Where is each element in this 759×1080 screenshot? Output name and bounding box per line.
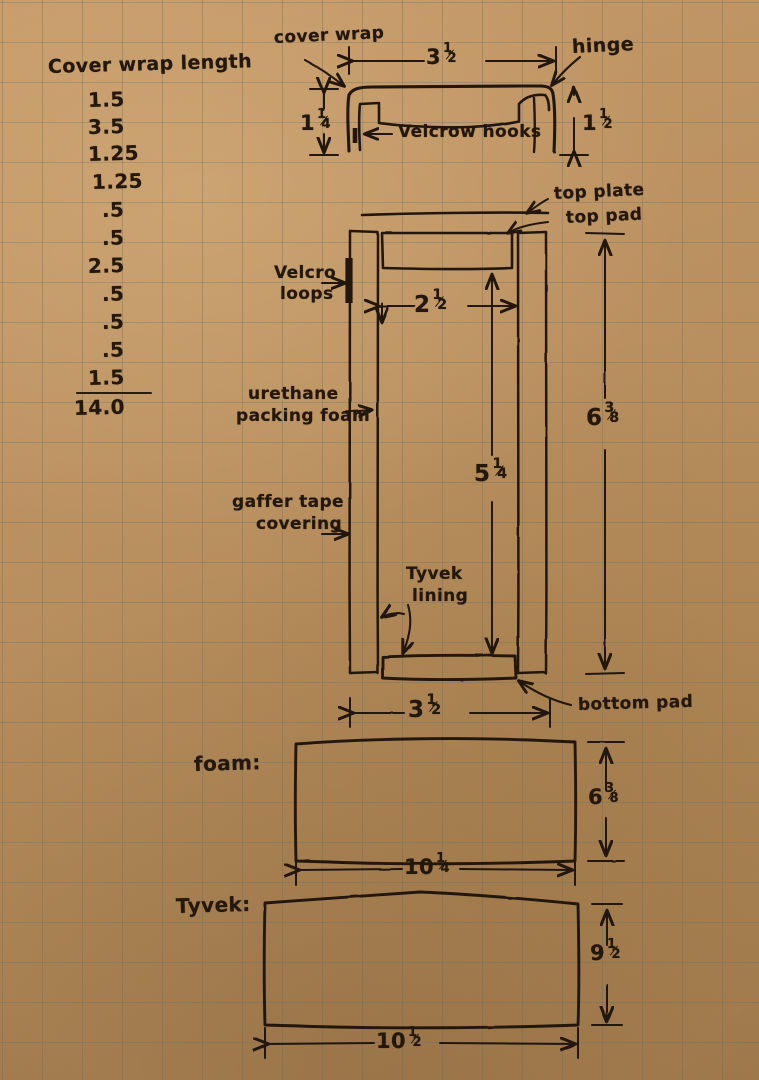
gaffer-line1: gaffer tape [232,492,344,512]
bottom-pad-block [381,653,518,681]
tally-sum-rule [76,392,152,394]
tyvek-line2: lining [412,585,469,606]
dim-tyvek-width [265,1027,579,1059]
cover-wrap-right-leg [532,96,536,154]
tally-value-5: .5 [101,225,125,250]
gaffer-tape-label: gaffer tape covering [232,492,344,534]
case-right-outer-wall [544,230,548,675]
tally-value-9: .5 [101,337,125,362]
velcro-loops-line1: Velcro [274,263,337,283]
dim-coverwrap-width [349,46,557,75]
velcro-hooks-label: Velcrow hooks [398,122,542,142]
case-left-wall-foot [348,670,380,675]
foam-rectangle [293,737,578,866]
dim-value: 10 [376,1029,407,1053]
hinge-label: hinge [571,33,635,58]
tyvek-lining-label: Tyvek lining [406,564,469,606]
dim-value: 6 [586,405,603,431]
dim-outer-width [350,697,551,728]
tyvek-lining-leader-down [403,603,410,653]
top-plate-leader [527,198,549,213]
dim-value: 1 [582,111,598,135]
case-right-wall-foot [516,670,548,675]
bottom-pad-leader [519,681,573,707]
cover-wrap-profile [346,84,557,154]
cover-wrap-inner-profile [357,93,551,152]
tally-total: 14.0 [73,394,126,420]
dim-value: 5 [474,461,491,487]
dim-coverwrap-left-height [309,89,339,156]
bottom-pad-label: bottom pad [577,691,694,715]
urethane-line2: packing foam [236,405,371,426]
velcro-hooks-label-text: Velcrow hooks [398,122,542,142]
tally-value-1: 3.5 [87,113,125,139]
dim-foam-width [296,854,576,886]
top-pad-label: top pad [565,204,643,228]
dim-value: 6 [588,785,604,809]
tyvek-lining-leader-left [382,613,406,617]
tally-value-8: .5 [101,309,125,334]
case-right-inner-wall [516,231,520,675]
dim-foam-height [587,741,625,862]
case-right-wall-cap [516,230,548,235]
dim-value: 2 [414,292,431,318]
hinge-leader [552,55,582,85]
tyvek-rectangle [262,890,581,1030]
dim-outer-height [585,232,625,675]
top-pad-block [380,231,514,271]
dim-value: 1 [300,111,316,135]
case-left-wall-cap [348,229,380,234]
cover-wrap-leader [303,58,344,86]
tally-value-10: 1.5 [87,364,125,390]
urethane-foam-leader [342,410,372,412]
tally-value-7: .5 [101,281,125,306]
gaffer-line2: covering [256,513,343,534]
dim-value: 3 [408,697,425,723]
tally-value-6: 2.5 [87,252,125,278]
top-plate-line [360,211,550,217]
tally-value-2: 1.25 [87,140,140,166]
velcro-loops-line2: loops [280,283,334,304]
tally-value-0: 1.5 [87,86,125,112]
urethane-line1: urethane [248,384,339,404]
dim-value: 9 [590,941,606,965]
dim-tyvek-height [591,903,623,1026]
velcro-loops-label: Velcro loops [274,263,337,304]
dim-coverwrap-right-height [559,88,589,155]
case-left-inner-wall [376,231,380,675]
tally-value-3: 1.25 [91,168,144,194]
foam-label: foam: [193,750,262,776]
dim-value: 10 [404,855,435,879]
dim-value: 3 [426,45,442,69]
urethane-foam-label: urethane packing foam [236,384,370,426]
tyvek-label: Tyvek: [175,891,251,918]
tally-value-4: .5 [101,197,125,222]
tyvek-line1: Tyvek [406,564,463,584]
